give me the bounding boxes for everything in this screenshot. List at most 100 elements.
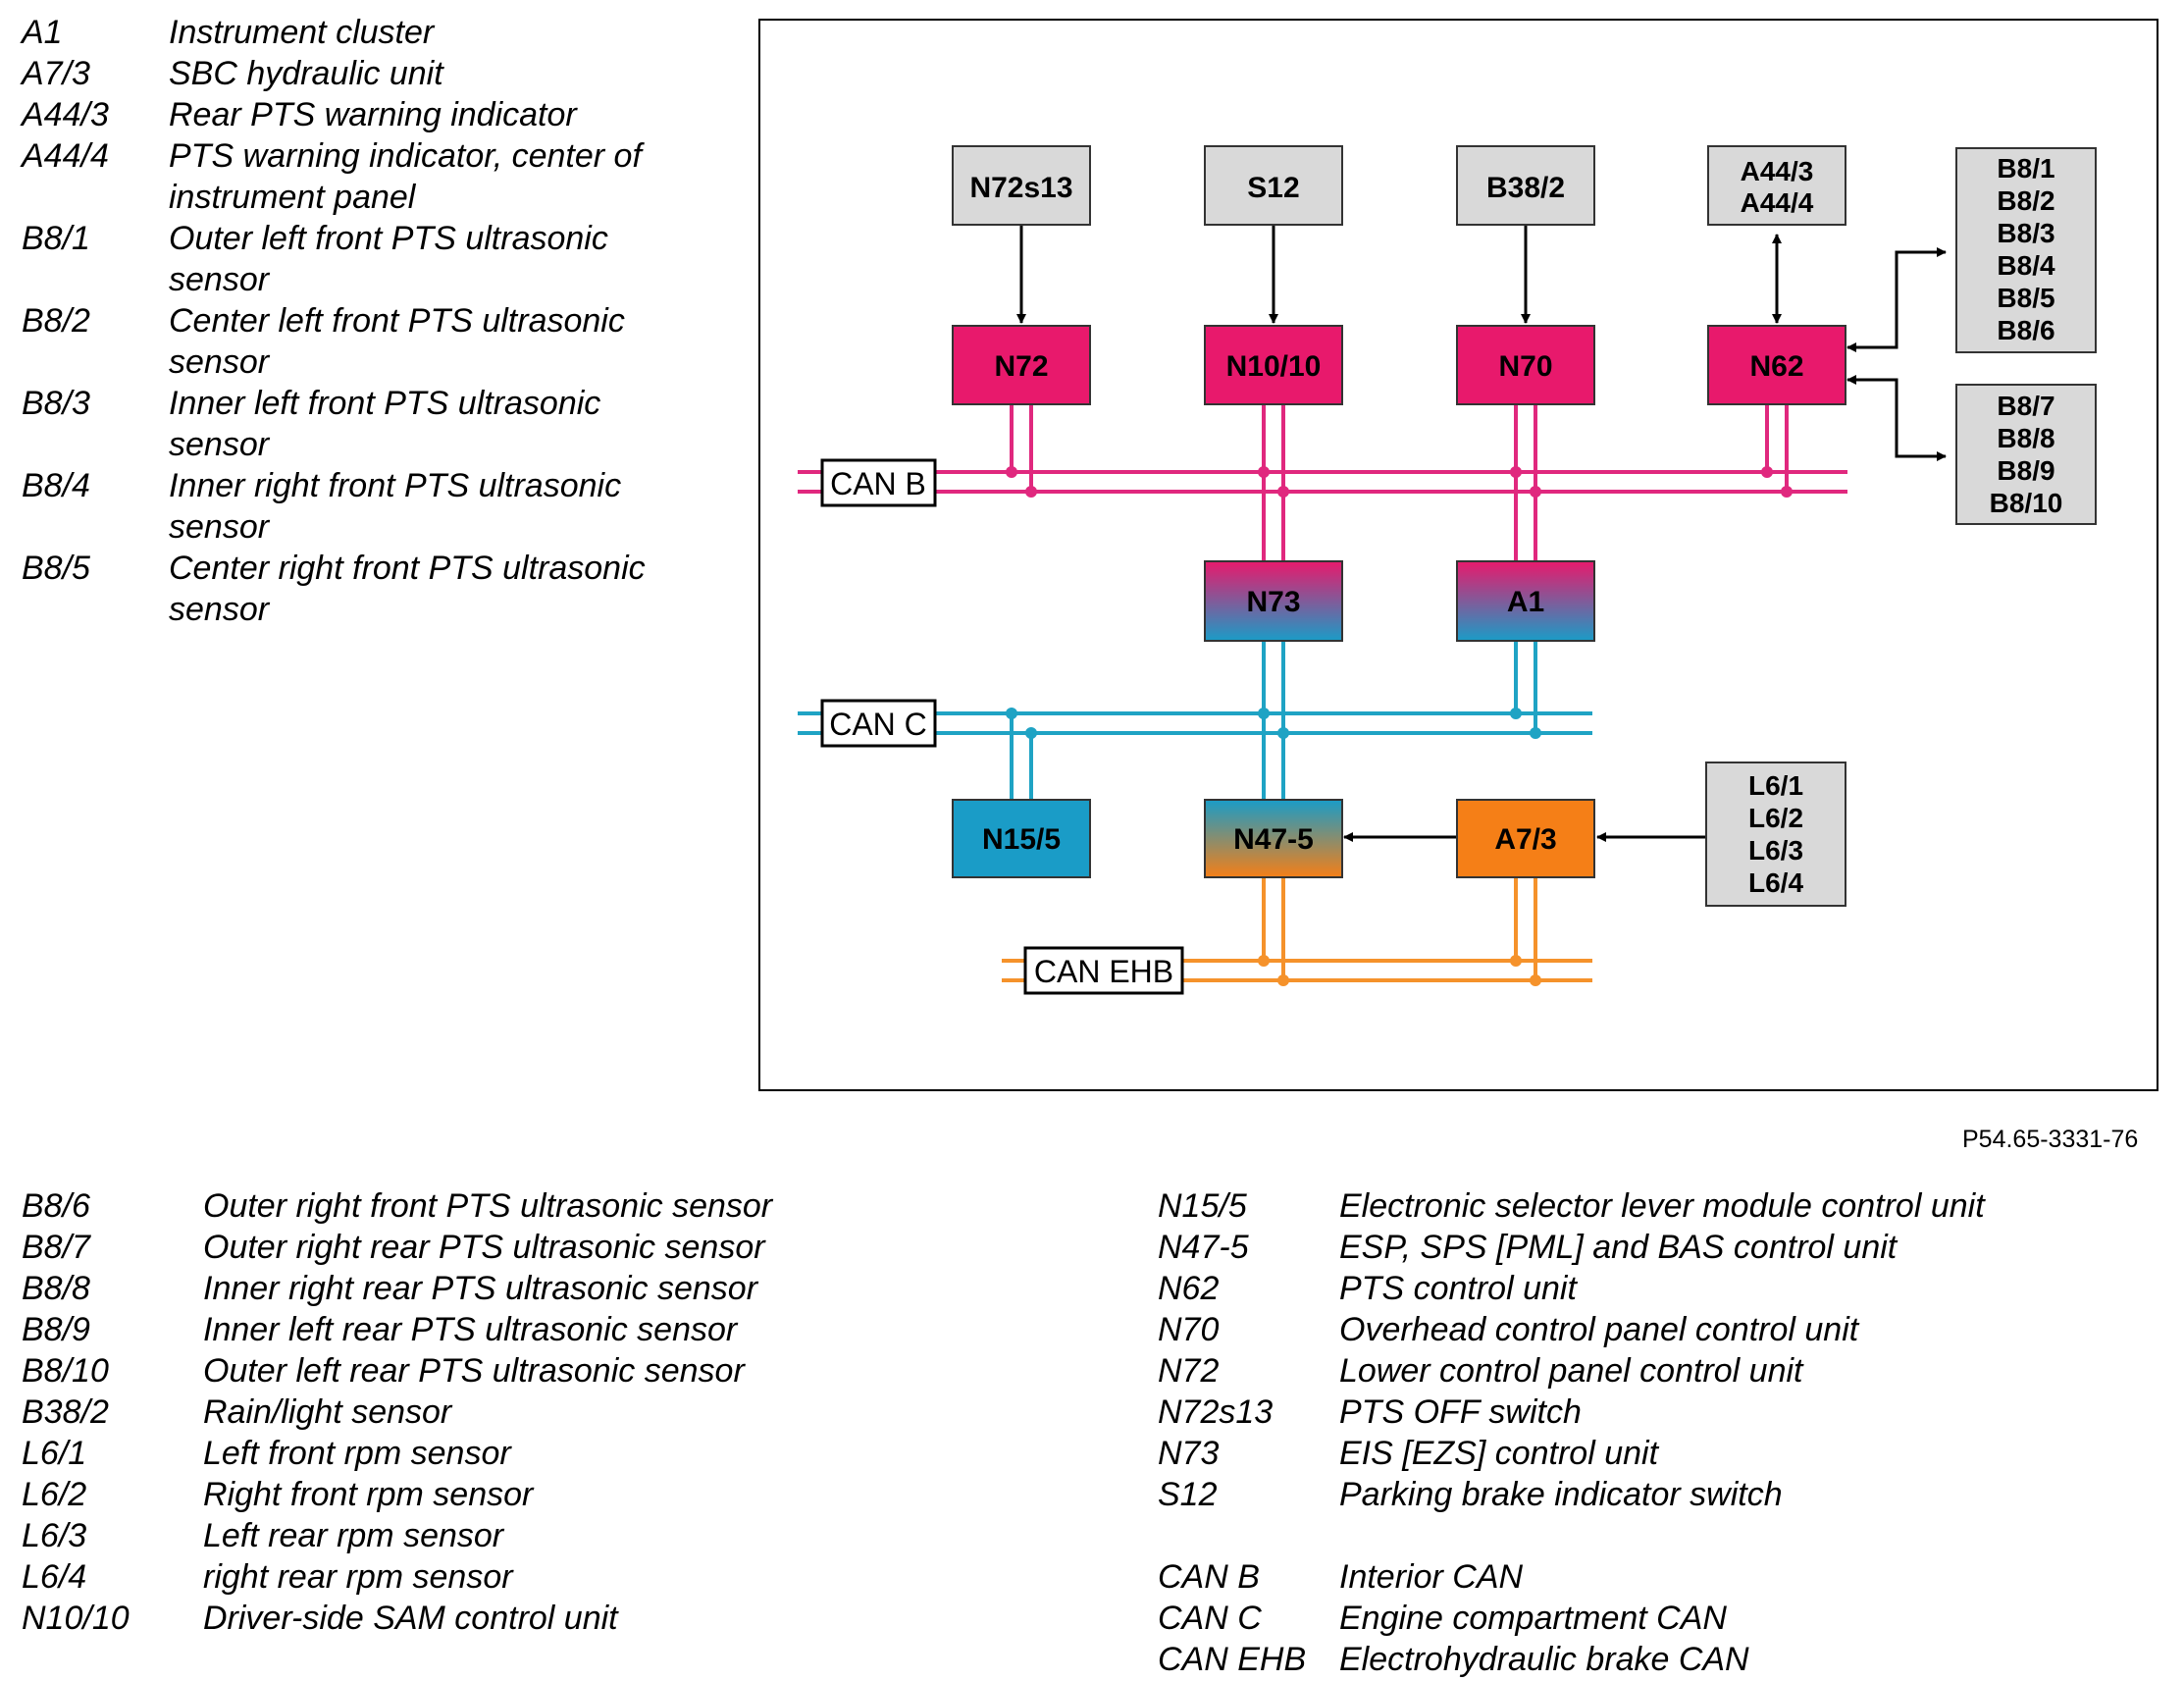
can-b-nodes xyxy=(1006,466,1793,498)
legend-code: B8/9 xyxy=(22,1311,90,1348)
signal-arrows xyxy=(1016,225,1947,842)
legend-code: N10/10 xyxy=(22,1600,130,1637)
unit-n15-5-label: N15/5 xyxy=(982,823,1061,856)
legend-desc: PTS OFF switch xyxy=(1339,1393,1582,1431)
input-b8-8-label: B8/8 xyxy=(1997,423,2054,453)
input-b8-5-label: B8/5 xyxy=(1997,283,2054,313)
legend-desc: Instrument cluster xyxy=(169,14,435,51)
legend-code: B8/2 xyxy=(22,302,90,340)
input-a44-3-label: A44/3 xyxy=(1741,156,1814,186)
legend-code: B8/1 xyxy=(22,220,90,257)
input-b8-1-label: B8/1 xyxy=(1997,153,2054,184)
legend-code: A7/3 xyxy=(22,55,90,92)
unit-n70: N70 xyxy=(1456,325,1595,405)
legend-top: A1 Instrument cluster A7/3 SBC hydraulic u… xyxy=(22,12,669,630)
legend-desc: Outer right front PTS ultrasonic sensor xyxy=(203,1187,773,1225)
input-l6: L6/1 L6/2 L6/3 L6/4 xyxy=(1705,762,1846,907)
input-b8-4-label: B8/4 xyxy=(1997,250,2055,281)
legend-code: A1 xyxy=(22,14,63,51)
legend-code: L6/4 xyxy=(22,1558,87,1596)
unit-n73-label: N73 xyxy=(1246,586,1300,618)
legend-desc: right rear rpm sensor xyxy=(203,1558,513,1596)
legend-desc: Rear PTS warning indicator xyxy=(169,96,577,133)
legend-row: A44/3 Rear PTS warning indicator xyxy=(22,94,669,135)
legend-code: CAN C xyxy=(1158,1600,1262,1637)
legend-code: CAN B xyxy=(1158,1558,1260,1596)
unit-n10-10-label: N10/10 xyxy=(1226,350,1322,383)
legend-code: L6/3 xyxy=(22,1517,87,1554)
legend-code: L6/2 xyxy=(22,1476,87,1513)
legend-row: B8/4 Inner right front PTS ultrasonic sen… xyxy=(22,465,669,548)
legend-desc: Electronic selector lever module control… xyxy=(1339,1187,1985,1225)
unit-a7-3: A7/3 xyxy=(1456,799,1595,878)
input-b8-rear: B8/7 B8/8 B8/9 B8/10 xyxy=(1955,384,2097,525)
legend-code: N47-5 xyxy=(1158,1229,1249,1266)
legend-desc: Interior CAN xyxy=(1339,1558,1524,1596)
legend-desc: Rain/light sensor xyxy=(203,1393,452,1431)
unit-n47-5: N47-5 xyxy=(1204,799,1343,878)
legend-desc: Outer left rear PTS ultrasonic sensor xyxy=(203,1352,745,1390)
legend-code: N70 xyxy=(1158,1311,1220,1348)
legend-desc: Center right front PTS ultrasonic sensor xyxy=(169,550,646,628)
legend-desc: Parking brake indicator switch xyxy=(1339,1476,1783,1513)
legend-row: N10/10 Driver-side SAM control unit xyxy=(22,1598,1101,1639)
legend-code: B8/7 xyxy=(22,1229,90,1266)
legend-desc: Outer left front PTS ultrasonic sensor xyxy=(169,220,608,298)
legend-row: B8/10 Outer left rear PTS ultrasonic sens… xyxy=(22,1350,1101,1392)
legend-code: S12 xyxy=(1158,1476,1218,1513)
unit-n72-label: N72 xyxy=(994,350,1048,383)
input-b38-2-label: B38/2 xyxy=(1486,172,1565,204)
unit-n15-5: N15/5 xyxy=(952,799,1091,878)
legend-code: A44/3 xyxy=(22,96,109,133)
legend-desc: Electrohydraulic brake CAN xyxy=(1339,1641,1749,1678)
legend-code: N15/5 xyxy=(1158,1187,1247,1225)
legend-row: B8/7 Outer right rear PTS ultrasonic sens… xyxy=(22,1227,1101,1268)
can-c-nodes xyxy=(1006,708,1541,739)
legend-code: CAN EHB xyxy=(1158,1641,1307,1678)
legend-code: B8/4 xyxy=(22,467,90,504)
unit-n47-5-label: N47-5 xyxy=(1233,823,1314,856)
unit-n72: N72 xyxy=(952,325,1091,405)
input-a44: A44/3 A44/4 xyxy=(1707,145,1846,226)
input-a44-4-label: A44/4 xyxy=(1741,187,1814,218)
legend-code: N72 xyxy=(1158,1352,1220,1390)
legend-code: B38/2 xyxy=(22,1393,109,1431)
can-b-bus xyxy=(798,404,1847,561)
can-c-label-text: CAN C xyxy=(829,707,927,742)
legend-desc: Outer right rear PTS ultrasonic sensor xyxy=(203,1229,765,1266)
input-n72s13: N72s13 xyxy=(952,145,1091,226)
unit-a1-label: A1 xyxy=(1507,586,1544,618)
legend-code: B8/3 xyxy=(22,385,90,422)
input-b8-3-label: B8/3 xyxy=(1997,218,2054,248)
legend-desc: Inner right rear PTS ultrasonic sensor xyxy=(203,1270,758,1307)
legend-row: B8/1 Outer left front PTS ultrasonic sens… xyxy=(22,218,669,300)
unit-n70-label: N70 xyxy=(1498,350,1552,383)
legend-desc: PTS control unit xyxy=(1339,1270,1577,1307)
legend-code: A44/4 xyxy=(22,137,109,175)
unit-n62-label: N62 xyxy=(1749,350,1803,383)
legend-desc: Driver-side SAM control unit xyxy=(203,1600,618,1637)
legend-code: N62 xyxy=(1158,1270,1220,1307)
legend-row: A1 Instrument cluster xyxy=(22,12,669,53)
input-b8-10-label: B8/10 xyxy=(1990,488,2063,518)
legend-desc: SBC hydraulic unit xyxy=(169,55,443,92)
legend-desc: Inner right front PTS ultrasonic sensor xyxy=(169,467,622,546)
input-l6-3-label: L6/3 xyxy=(1748,835,1803,866)
input-s12: S12 xyxy=(1204,145,1343,226)
legend-desc: EIS [EZS] control unit xyxy=(1339,1435,1659,1472)
input-s12-label: S12 xyxy=(1247,172,1299,204)
legend-code: B8/10 xyxy=(22,1352,109,1390)
can-ehb-label: CAN EHB xyxy=(1023,946,1184,995)
